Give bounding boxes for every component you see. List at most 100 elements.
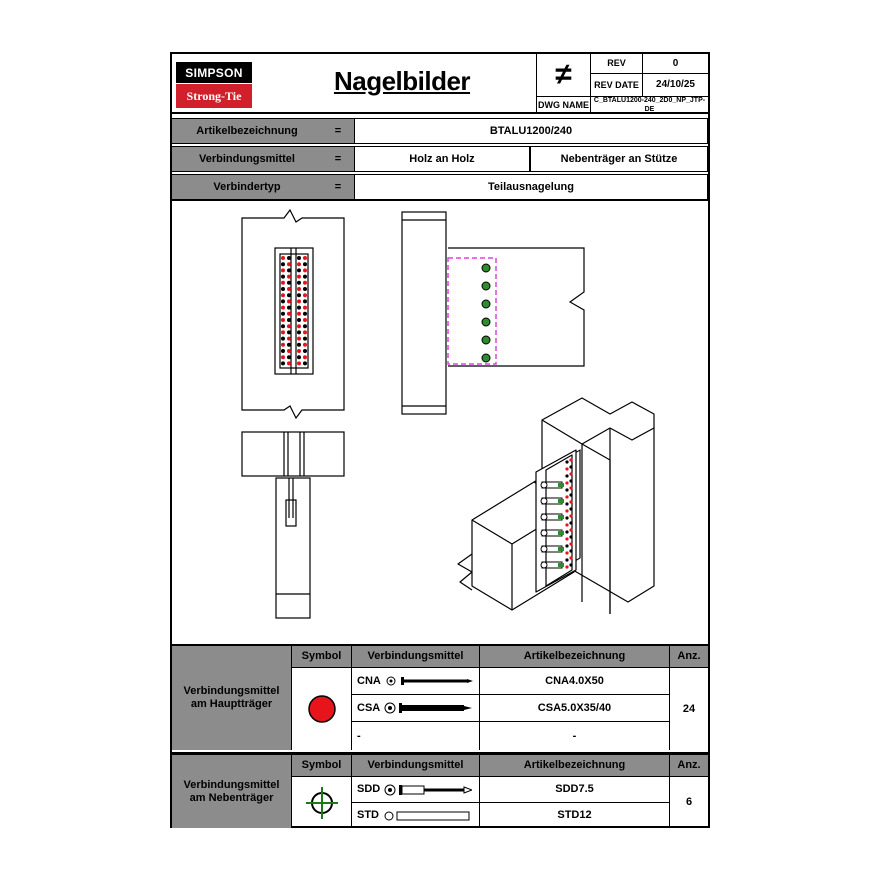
nail-dot [297,280,301,285]
nail-dot [569,521,573,525]
nail-dot [287,280,291,285]
info-label-verbindertyp: Verbindertyp [172,174,322,200]
front-view-nails [281,256,307,366]
nail-dot [569,479,573,483]
nail-dot [297,311,301,316]
nail-dot [287,305,291,310]
quantity-secondary: 6 [685,796,693,809]
fastener-code: STD [357,809,379,822]
fastener-code: CNA [357,674,381,687]
rev-date-label: REV DATE [590,74,642,96]
dowel-icon [384,784,473,795]
nail-dot [565,502,569,506]
info-eq-2: = [322,146,354,172]
nail-dot [287,330,291,335]
header-qty-2: Anz. [670,755,708,777]
nail-dot [569,486,573,490]
nail-dot [297,256,301,260]
nail-dot [281,287,285,291]
brand-logo-simpson: SIMPSON [176,62,252,83]
nail-dot [287,262,291,267]
nail-dot [569,556,573,560]
nail-dot [287,336,291,341]
nail-dot [565,474,569,478]
isometric-fasteners [540,458,573,569]
info-label-artikelbezeichnung: Artikelbezeichnung [172,118,322,144]
nail-dot [281,293,285,298]
nail-dot [297,336,301,341]
pin-icon [384,811,470,820]
nail-dot [303,336,307,341]
nail-dot [281,280,285,285]
nail-dot [565,481,569,485]
rev-date-value: 24/10/25 [642,74,708,96]
nail-dot [281,311,285,316]
nail-dot [281,355,285,360]
nail-dot [569,528,573,532]
symbol-cell-red [292,668,352,750]
header-symbol-2: Symbol [292,755,352,777]
not-equal-icon: ≠ [536,54,590,96]
crosshair-icon [305,786,338,819]
nail-dot [297,262,301,267]
header-article: Artikelbezeichnung [480,646,670,668]
nail-dot [565,509,569,513]
nail-dot [287,299,291,304]
screw-marker [481,317,491,327]
info-value-nebentraeger: Nebenträger an Stütze [530,146,708,172]
nail-dot [281,318,285,322]
nail-dot [287,268,291,273]
article-sdd: SDD7.5 [480,777,670,803]
nail-dot [287,318,291,322]
screw-marker [481,281,491,291]
nail-dot [281,262,285,267]
dowel-marker [558,515,564,519]
nail-dot [297,274,301,279]
dowel-head [540,545,548,553]
dowel-marker [558,563,564,567]
article-cna: CNA4.0X50 [480,668,670,695]
nail-dot [565,544,569,548]
nail-dot [287,293,291,298]
nail-dot [303,324,307,329]
nail-dot [281,361,285,366]
nail-dot [303,355,307,360]
header-fastener-2: Verbindungsmittel [352,755,480,777]
nail-dot [297,324,301,329]
nail-dot [297,342,301,347]
nail-dot [287,361,291,366]
nail-dot [565,530,569,534]
screw-icon [384,702,473,714]
fastener-row-sdd: SDD [352,777,480,803]
nail-dot [297,293,301,298]
drawing-sheet: SIMPSON Strong-Tie Nagelbilder ≠ DWG NAM… [170,52,710,828]
dowel-head [540,481,548,489]
dowel-marker [558,499,564,503]
fastener-code: CSA [357,701,381,714]
nail-dot [303,311,307,316]
nail-dot [569,458,573,462]
section-label-haupttraeger: Verbindungsmittel am Hauptträger [172,646,292,750]
nail-dot [569,493,573,497]
header-qty: Anz. [670,646,708,668]
section-label-nebentraeger: Verbindungsmittel am Nebenträger [172,755,292,828]
screw-marker [481,263,491,273]
nail-dot [569,472,573,476]
nail-icon [386,676,473,686]
header-symbol: Symbol [292,646,352,668]
nail-dot [287,274,291,279]
nail-dot [297,349,301,353]
nail-dot [303,287,307,291]
fastener-row-empty: - [352,722,480,750]
nail-dot [281,256,285,260]
nail-dot [281,324,285,329]
info-value-verbindertyp: Teilausnagelung [354,174,708,200]
nail-dot [303,268,307,273]
nail-dot [287,355,291,360]
nail-dot [281,268,285,273]
isometric-view [457,397,655,614]
nail-dot [303,342,307,347]
screw-marker [481,299,491,309]
nail-dot [565,558,569,562]
screw-marker [481,335,491,345]
